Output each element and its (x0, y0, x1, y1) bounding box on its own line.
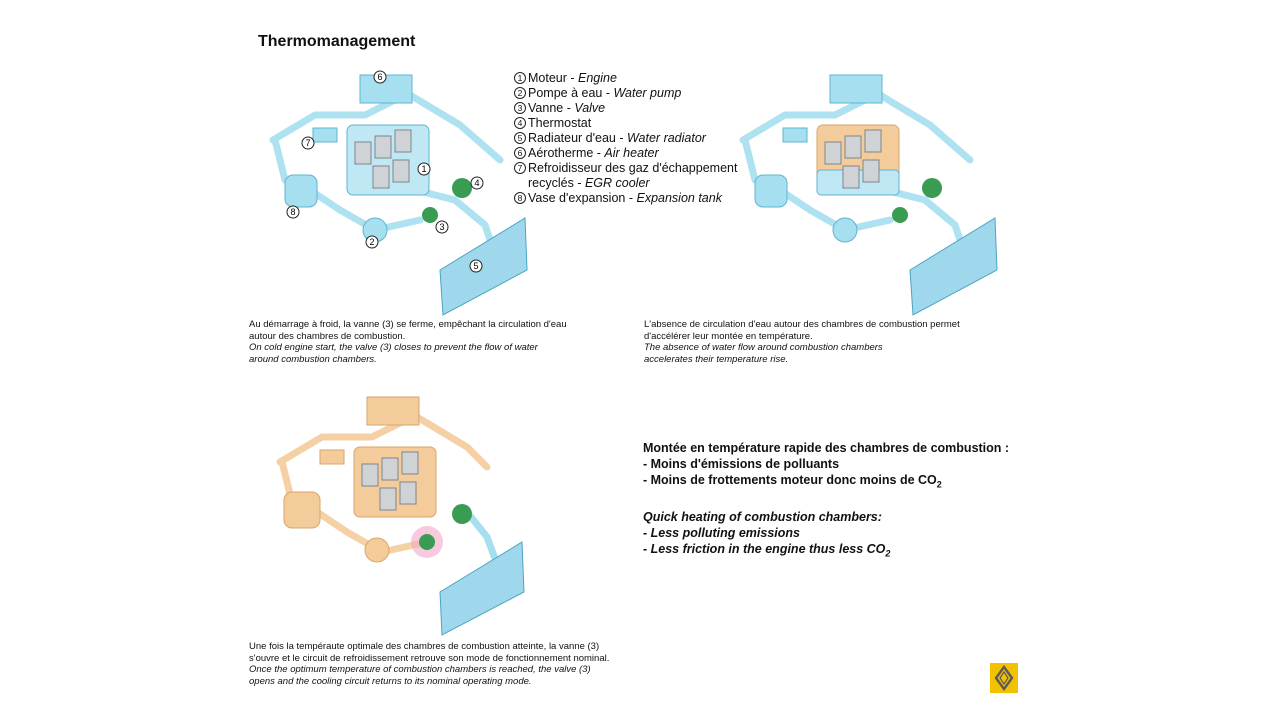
engine-cylinder (824, 141, 842, 165)
egr-cooler (782, 127, 808, 143)
callout-marker (365, 235, 379, 249)
coolant-pipe (269, 91, 409, 144)
engine-cylinder (392, 159, 410, 183)
egr-cooler (319, 449, 345, 465)
callout-label: 6 (377, 72, 382, 82)
water-pump (364, 537, 390, 563)
coolant-pipe (871, 88, 974, 164)
caption-nominal: Une fois la tempéraute optimale des cham… (249, 641, 610, 687)
air-heater (359, 74, 413, 104)
callout-marker (469, 259, 483, 273)
engine-cylinder (842, 165, 860, 189)
callout-marker (435, 220, 449, 234)
valve (419, 534, 435, 550)
legend-number: 6 (514, 147, 526, 159)
thermostat (922, 178, 942, 198)
coolant-pipe (401, 88, 504, 164)
thermostat (452, 178, 472, 198)
callout-label: 7 (305, 138, 310, 148)
expansion-tank (284, 174, 318, 208)
legend-number: 4 (514, 117, 526, 129)
valve (422, 207, 438, 223)
water-pump (832, 217, 858, 243)
callout-marker (373, 70, 387, 84)
callout-label: 5 (473, 261, 478, 271)
legend-item: recyclés - EGR cooler (528, 176, 650, 190)
engine-cylinder (862, 159, 880, 183)
engine-cylinder (372, 165, 390, 189)
renault-logo-icon (990, 663, 1018, 693)
callout-label: 4 (474, 178, 479, 188)
engine-cylinder (401, 451, 419, 475)
legend-number: 5 (514, 132, 526, 144)
air-heater (366, 396, 420, 426)
page-title: Thermomanagement (258, 33, 416, 50)
water-radiator (439, 217, 528, 316)
summary-block: Montée en température rapide des chambre… (643, 440, 1009, 561)
coolant-pipe (741, 136, 759, 184)
callout-label: 2 (369, 237, 374, 247)
callout-marker (286, 205, 300, 219)
callout-marker (301, 136, 315, 150)
air-heater (829, 74, 883, 104)
thermostat (452, 504, 472, 524)
engine-cylinder (354, 141, 372, 165)
callout-label: 1 (421, 164, 426, 174)
coolant-pipe (739, 91, 879, 144)
legend-number: 7 (514, 162, 526, 174)
callout-label: 3 (439, 222, 444, 232)
engine-cylinder (844, 135, 862, 159)
callout-marker (470, 176, 484, 190)
diagram-warming (739, 74, 998, 316)
water-radiator (439, 541, 525, 636)
coolant-pipe (276, 413, 416, 466)
legend-number: 1 (514, 72, 526, 84)
legend-number: 2 (514, 87, 526, 99)
caption-cold-start: Au démarrage à froid, la vanne (3) se fe… (249, 319, 567, 365)
caption-warming: L'absence de circulation d'eau autour de… (644, 319, 960, 365)
callout-label: 8 (290, 207, 295, 217)
expansion-tank (283, 491, 321, 529)
engine-cylinder (864, 129, 882, 153)
callout-marker (417, 162, 431, 176)
legend-number: 3 (514, 102, 526, 114)
summary-line: - Moins de frottements moteur donc moins… (643, 473, 942, 490)
legend-number: 8 (514, 192, 526, 204)
expansion-tank (754, 174, 788, 208)
summary-line: - Less friction in the engine thus less … (643, 541, 891, 559)
engine-cylinder (394, 129, 412, 153)
coolant-pipe (408, 410, 491, 471)
engine-cylinder (374, 135, 392, 159)
diagram-cold-start: 6 7 1 4 8 3 2 5 (269, 70, 528, 316)
valve (892, 207, 908, 223)
water-radiator (909, 217, 998, 316)
engine-cylinder (381, 457, 399, 481)
coolant-pipe (298, 498, 431, 556)
engine-cylinder (361, 463, 379, 487)
egr-cooler (312, 127, 338, 143)
engine-cylinder (379, 487, 397, 511)
coolant-pipe (271, 136, 289, 184)
diagram-nominal (276, 396, 525, 636)
engine-cylinder (399, 481, 417, 505)
